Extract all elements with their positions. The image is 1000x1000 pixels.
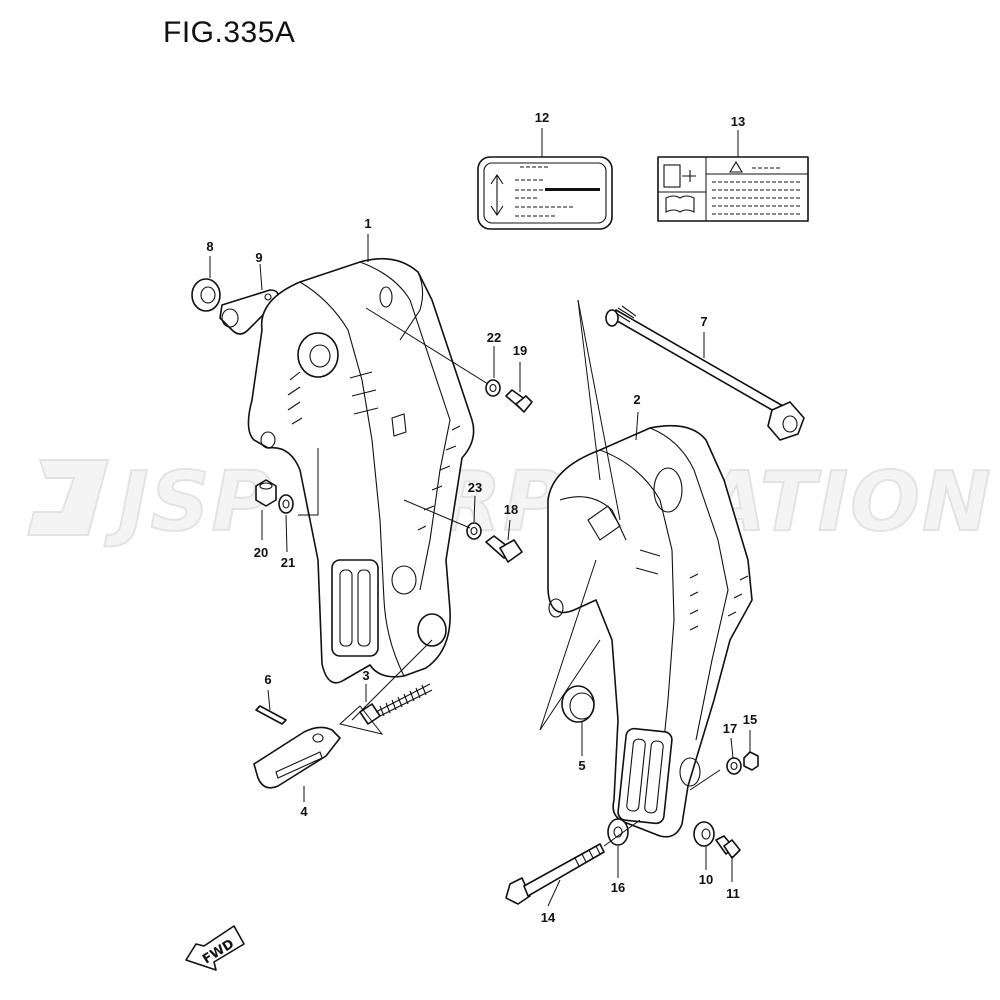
part-2-clamp-bracket[interactable] [547,424,753,838]
callout-21[interactable]: 21 [281,555,295,570]
callout-17[interactable]: 17 [723,721,737,736]
figure-title: FIG.335A [163,16,296,49]
leader-lines [209,128,751,907]
label-decal-13[interactable] [657,156,809,222]
callout-8[interactable]: 8 [206,239,213,254]
callout-7[interactable]: 7 [700,314,707,329]
callout-22[interactable]: 22 [487,330,501,345]
part-10-washer[interactable] [693,821,715,847]
part-11-bolt[interactable] [715,835,741,859]
callout-20[interactable]: 20 [254,545,268,560]
part-3-spring-pin[interactable] [359,683,433,725]
part-20-nut[interactable] [255,479,277,507]
callout-18[interactable]: 18 [504,502,518,517]
callout-labels: 1 2 3 4 5 6 7 8 9 10 11 12 13 14 15 16 1… [206,110,757,925]
part-9-plate[interactable] [219,289,279,335]
part-21-washer[interactable] [278,494,294,514]
callout-15[interactable]: 15 [743,712,757,727]
part-4-lever[interactable] [253,726,341,789]
fwd-arrow-icon: FWD [185,925,245,971]
part-23-washer[interactable] [466,522,482,540]
callout-4[interactable]: 4 [300,804,308,819]
part-6-pin[interactable] [255,705,287,725]
callout-5[interactable]: 5 [578,758,585,773]
part-5-cap[interactable] [561,685,595,723]
callout-11[interactable]: 11 [726,886,740,901]
callout-10[interactable]: 10 [699,872,713,887]
callout-3[interactable]: 3 [362,668,369,683]
part-1-clamp-bracket[interactable] [247,257,475,684]
callout-6[interactable]: 6 [264,672,271,687]
callout-9[interactable]: 9 [255,250,262,265]
part-19-bolt[interactable] [505,389,533,413]
callout-1[interactable]: 1 [364,216,371,231]
part-22-washer[interactable] [485,379,501,397]
part-16-washer[interactable] [607,818,629,846]
callout-2[interactable]: 2 [633,392,640,407]
part-14-bolt[interactable] [505,843,605,905]
part-15-nut[interactable] [743,751,759,771]
callout-16[interactable]: 16 [611,880,625,895]
part-8-seal[interactable] [191,278,221,312]
callout-13[interactable]: 13 [731,114,745,129]
callout-12[interactable]: 12 [535,110,549,125]
part-17-washer[interactable] [726,757,742,775]
callout-23[interactable]: 23 [468,480,482,495]
part-7-shaft[interactable] [605,305,805,441]
callout-14[interactable]: 14 [541,910,556,925]
part-18-bolt[interactable] [485,535,523,563]
label-decal-12[interactable] [477,156,613,230]
callout-19[interactable]: 19 [513,343,527,358]
